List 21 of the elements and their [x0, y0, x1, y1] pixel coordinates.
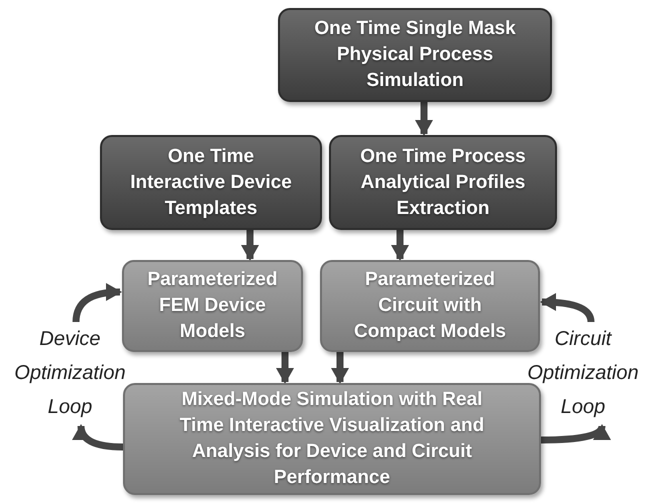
loop-label: Circuit Optimization Loop [526, 327, 640, 420]
arrow [415, 102, 433, 136]
loop-label: Device Optimization Loop [13, 327, 127, 420]
arrow [73, 424, 124, 450]
arrow [331, 352, 349, 384]
box-text: One Time Interactive Device Templates [129, 144, 293, 220]
process-box [329, 135, 557, 230]
box-text: Parameterized Circuit with Compact Models [352, 268, 508, 344]
box-text: One Time Single Mask Physical Process Simulation [313, 17, 517, 93]
box-text: Mixed-Mode Simulation with Real Time Interactive Visualization and Analysis for Device and Circuit Performance [178, 388, 486, 490]
box-text: Parameterized FEM Device Models [146, 268, 278, 344]
process-box [122, 260, 303, 352]
box-text: One Time Process Analytical Profiles Extraction [359, 144, 527, 220]
process-box [278, 8, 552, 102]
process-box [100, 135, 322, 230]
arrow [276, 352, 294, 384]
arrow [540, 424, 608, 444]
arrow [241, 230, 259, 261]
process-box [123, 383, 541, 495]
arrow [391, 230, 409, 261]
process-box [320, 260, 540, 352]
